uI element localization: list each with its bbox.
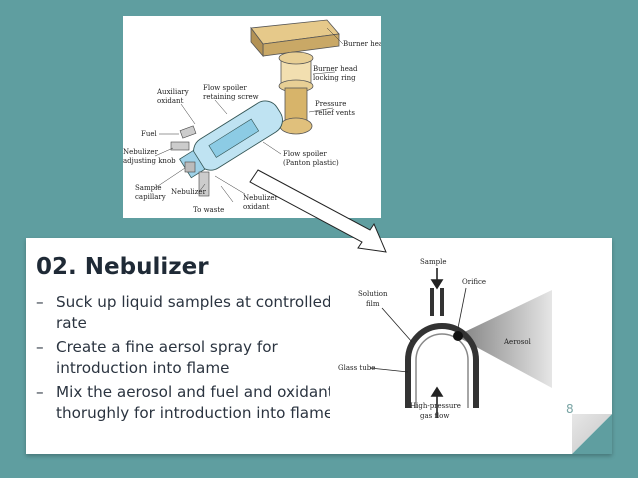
- label-flow-spoiler-2: (Panton plastic): [283, 159, 339, 167]
- label-aerosol: Aerosol: [503, 338, 532, 346]
- bullet-item: –Suck up liquid samples at controlled ra…: [36, 293, 332, 332]
- label-solution-film-1: Solution: [358, 290, 388, 298]
- page-number: 8: [566, 402, 574, 416]
- label-to-waste: To waste: [193, 206, 224, 214]
- label-burner-head: Burner head: [343, 40, 381, 48]
- label-locking-ring-2: locking ring: [313, 74, 356, 82]
- label-sample-capillary-2: capillary: [135, 193, 166, 201]
- aerosol-spray: [456, 290, 552, 388]
- label-neb-oxidant-2: oxidant: [243, 203, 270, 211]
- label-solution-film-2: film: [366, 300, 380, 308]
- label-flow-spoiler-1: Flow spoiler: [283, 150, 327, 158]
- bullet-list: –Suck up liquid samples at controlled ra…: [36, 292, 336, 427]
- label-nebulizer: Nebulizer: [171, 188, 207, 196]
- label-sample: Sample: [420, 258, 446, 266]
- label-gas-flow-1: High-pressure: [410, 402, 461, 410]
- label-aux-oxidant-2: oxidant: [157, 97, 184, 105]
- slide-title: 02. Nebulizer: [36, 254, 209, 280]
- label-orifice: Orifice: [462, 278, 486, 286]
- bullet-text: Mix the aerosol and fuel and oxidant tho…: [56, 383, 334, 422]
- label-spoiler-screw-2: retaining screw: [203, 93, 259, 101]
- label-gas-flow-2: gas flow: [420, 412, 449, 420]
- label-locking-ring-1: Burner head: [313, 65, 358, 73]
- label-aux-oxidant-1: Auxiliary: [156, 88, 189, 96]
- label-glass-tube: Glass tube: [338, 364, 375, 372]
- bullet-item: –Mix the aerosol and fuel and oxidant th…: [36, 383, 334, 422]
- label-neb-knob-1: Nebulizer: [123, 148, 159, 156]
- label-spoiler-screw-1: Flow spoiler: [203, 84, 247, 92]
- label-neb-oxidant-1: Nebulizer: [243, 194, 279, 202]
- page-fold-cutout: [572, 414, 612, 454]
- label-fuel: Fuel: [141, 130, 158, 138]
- bullet-item: –Create a fine aersol spray for introduc…: [36, 338, 278, 377]
- label-neb-knob-2: adjusting knob: [123, 157, 176, 165]
- label-sample-capillary-1: Sample: [135, 184, 161, 192]
- bullet-text: Suck up liquid samples at controlled rat…: [56, 293, 332, 332]
- burner-assembly-figure: Burner head Burner head locking ring Aux…: [123, 16, 388, 218]
- label-pressure-vents-1: Pressure: [315, 100, 346, 108]
- nebulizer-schematic-figure: Sample Orifice Solution film Aerosol Gla…: [330, 248, 556, 428]
- bullet-text: Create a fine aersol spray for introduct…: [56, 338, 278, 377]
- label-pressure-vents-2: relief vents: [315, 109, 355, 117]
